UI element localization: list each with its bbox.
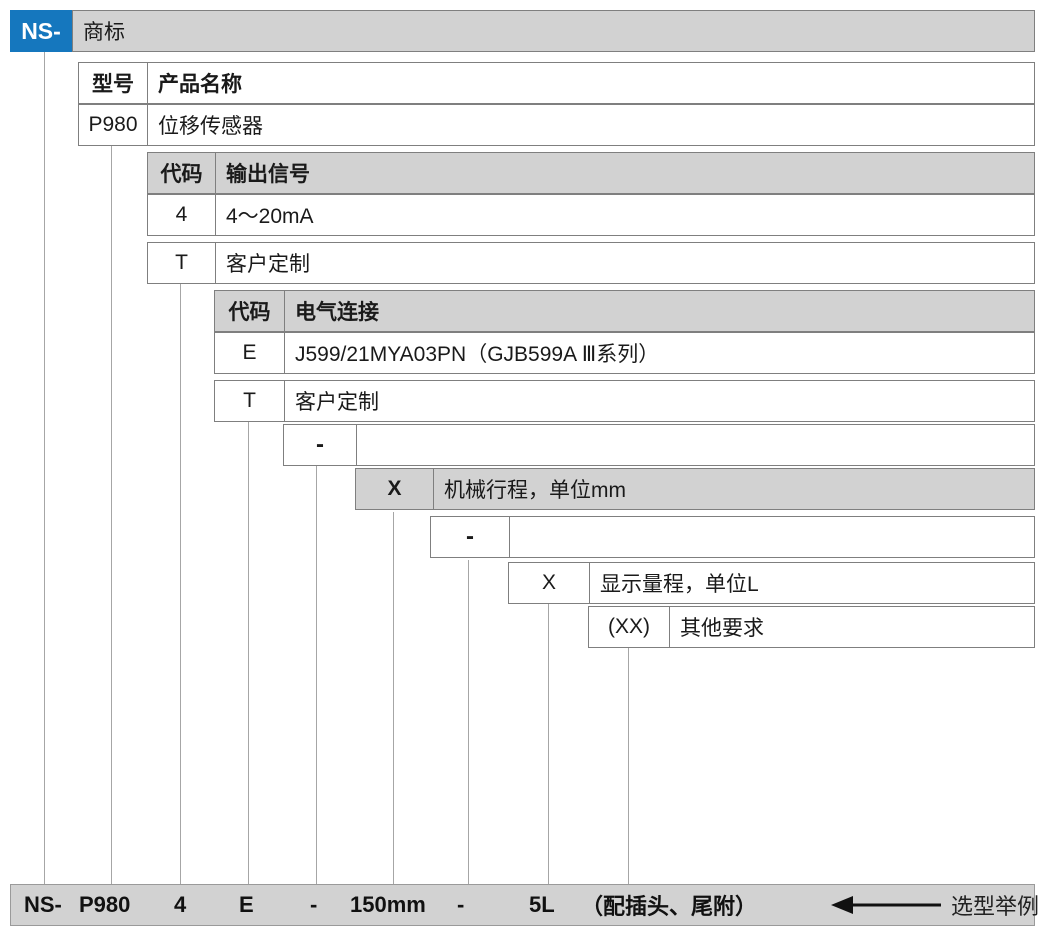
row-separator-2: - bbox=[430, 516, 1035, 558]
row-output-header: 代码 输出信号 bbox=[147, 152, 1035, 194]
example-token-model: P980 bbox=[79, 892, 131, 917]
row-electrical-e: E J599/21MYA03PN（GJB599A Ⅲ系列） bbox=[214, 332, 1035, 374]
brand-code-chip: NS- bbox=[10, 10, 72, 52]
output-header-desc: 输出信号 bbox=[215, 153, 1034, 193]
mechanical-stroke-code: X bbox=[387, 477, 402, 500]
output-code-t: T bbox=[175, 251, 188, 274]
electrical-code-e: E bbox=[242, 341, 257, 364]
model-header-code: 型号 bbox=[92, 73, 134, 96]
output-desc-t: 客户定制 bbox=[215, 243, 1034, 283]
example-token-output: 4 bbox=[174, 892, 187, 917]
example-token-dash-2: - bbox=[457, 892, 465, 917]
connector-line-stroke bbox=[393, 512, 394, 884]
row-output-t: T 客户定制 bbox=[147, 242, 1035, 284]
output-header-code: 代码 bbox=[160, 163, 203, 186]
connector-line-code1 bbox=[180, 282, 181, 884]
connector-line-code2 bbox=[248, 422, 249, 884]
brand-header-label: 商标 bbox=[83, 21, 125, 44]
connector-line-ns bbox=[44, 52, 45, 884]
model-code-p980: P980 bbox=[88, 113, 138, 136]
row-model-p980: P980 位移传感器 bbox=[78, 104, 1035, 146]
example-token-dash-1: - bbox=[310, 892, 318, 917]
connector-line-range bbox=[548, 604, 549, 884]
output-code-4: 4 bbox=[175, 203, 188, 226]
display-range-code: X bbox=[541, 571, 556, 594]
electrical-desc-e: J599/21MYA03PN（GJB599A Ⅲ系列） bbox=[284, 333, 1034, 373]
example-token-other: （配插头、尾附） bbox=[581, 894, 758, 919]
left-arrow-icon bbox=[831, 885, 941, 925]
separator-2-desc bbox=[509, 517, 1034, 557]
electrical-header-code: 代码 bbox=[228, 301, 271, 324]
example-token-brand: NS- bbox=[24, 892, 62, 917]
connector-line-dash2 bbox=[468, 560, 469, 884]
connector-line-other bbox=[628, 648, 629, 884]
model-desc-p980: 位移传感器 bbox=[147, 105, 1034, 145]
electrical-header-desc: 电气连接 bbox=[284, 291, 1034, 331]
example-token-stroke: 150mm bbox=[350, 892, 426, 917]
example-token-electrical: E bbox=[239, 892, 254, 917]
mechanical-stroke-desc: 机械行程，单位mm bbox=[433, 469, 1034, 509]
output-desc-4: 4～20mA bbox=[215, 195, 1034, 235]
example-model-bar: NS- P980 4 E - 150mm - 5L （配插头、尾附） 选型举例 bbox=[10, 884, 1039, 926]
example-token-range: 5L bbox=[529, 892, 555, 917]
row-output-4: 4 4～20mA bbox=[147, 194, 1035, 236]
other-requirements-code: (XX) bbox=[608, 615, 650, 638]
row-model-header: 型号 产品名称 bbox=[78, 62, 1035, 104]
row-electrical-header: 代码 电气连接 bbox=[214, 290, 1035, 332]
separator-2-code: - bbox=[466, 523, 474, 550]
model-header-desc: 产品名称 bbox=[147, 63, 1034, 103]
separator-1-desc bbox=[356, 425, 1034, 465]
connector-line-model bbox=[111, 146, 112, 884]
separator-1-code: - bbox=[316, 431, 324, 458]
row-other-requirements: (XX) 其他要求 bbox=[588, 606, 1035, 648]
electrical-desc-t: 客户定制 bbox=[284, 381, 1034, 421]
display-range-desc: 显示量程，单位L bbox=[589, 563, 1034, 603]
row-display-range: X 显示量程，单位L bbox=[508, 562, 1035, 604]
row-separator-1: - bbox=[283, 424, 1035, 466]
electrical-code-t: T bbox=[243, 389, 256, 412]
row-mechanical-stroke: X 机械行程，单位mm bbox=[355, 468, 1035, 510]
other-requirements-desc: 其他要求 bbox=[669, 607, 1034, 647]
connector-line-dash1 bbox=[316, 464, 317, 884]
row-electrical-t: T 客户定制 bbox=[214, 380, 1035, 422]
row-brand-header: 商标 bbox=[72, 10, 1035, 52]
example-note-label: 选型举例 bbox=[951, 894, 1040, 919]
